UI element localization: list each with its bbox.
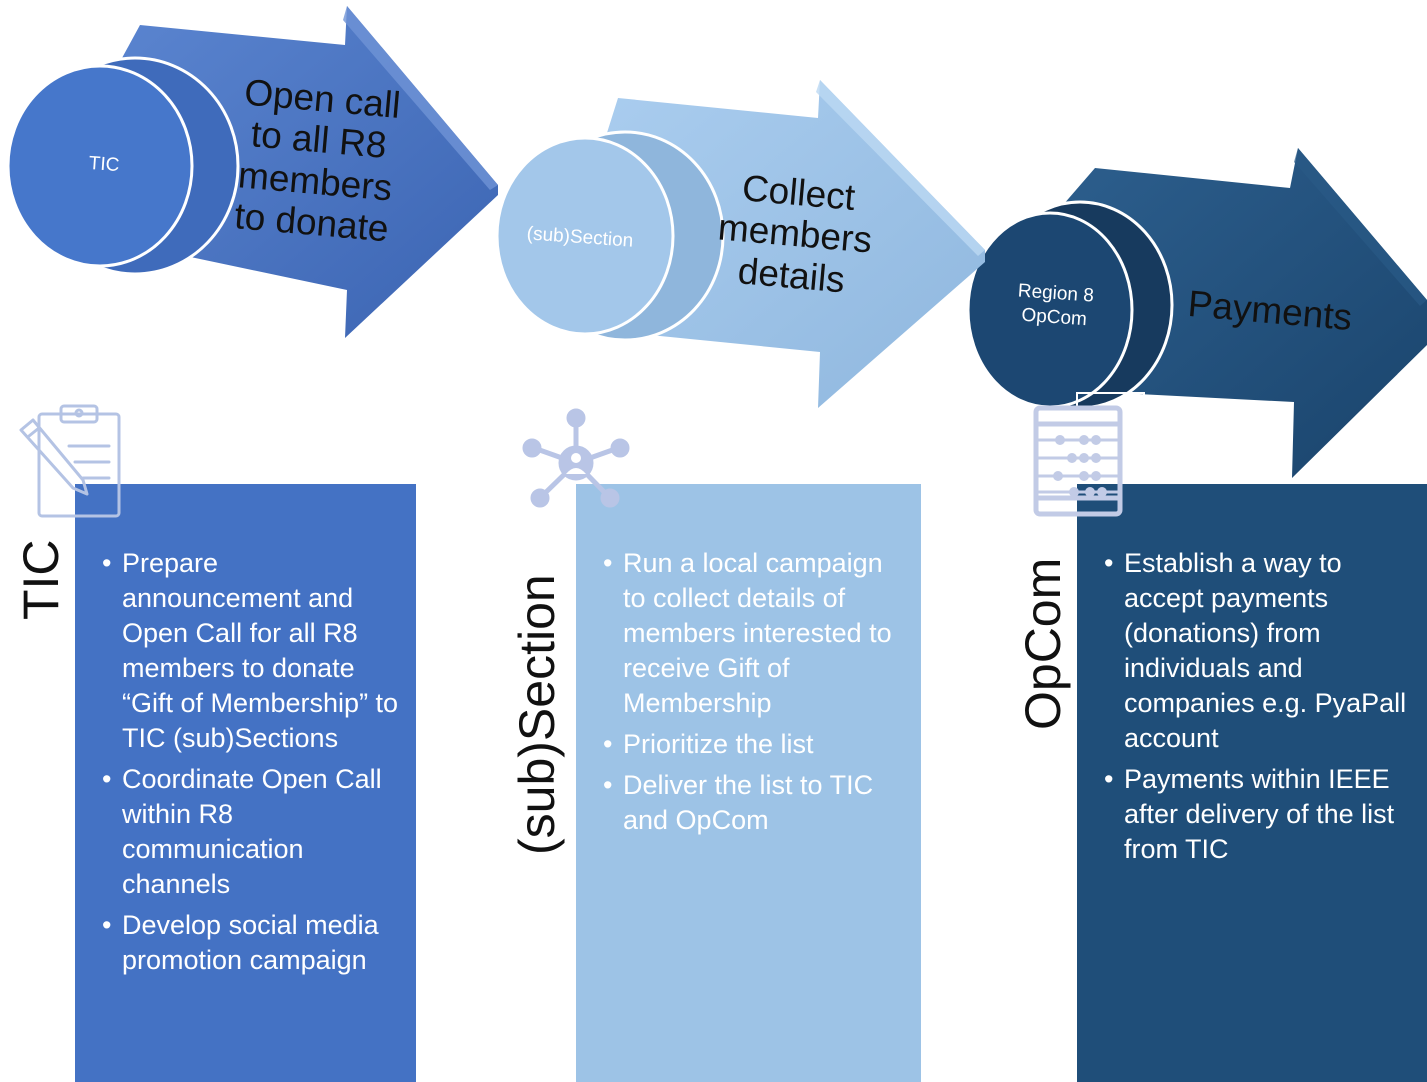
stage3-role-title: OpCom xyxy=(1015,557,1071,730)
list-item: Coordinate Open Call within R8 communica… xyxy=(75,762,416,902)
list-item: Prepare announcement and Open Call for a… xyxy=(75,546,416,756)
list-item: Develop social media promotion campaign xyxy=(75,908,416,978)
stage1-role-title: TIC xyxy=(13,539,69,620)
stage3-bullet-list: Establish a way to accept payments (dona… xyxy=(1077,546,1427,873)
stage3-panel: Establish a way to accept payments (dona… xyxy=(1077,484,1427,1082)
list-item: Establish a way to accept payments (dona… xyxy=(1077,546,1427,756)
stage2-bullet-list: Run a local campaign to collect details … xyxy=(576,546,921,844)
stage2-circle xyxy=(495,130,725,342)
stage1-panel: Prepare announcement and Open Call for a… xyxy=(75,484,416,1082)
list-item: Prioritize the list xyxy=(576,727,921,762)
stage1-bullet-list: Prepare announcement and Open Call for a… xyxy=(75,546,416,984)
list-item: Payments within IEEE after delivery of t… xyxy=(1077,762,1427,867)
network-user-icon xyxy=(522,408,630,508)
list-item: Run a local campaign to collect details … xyxy=(576,546,921,721)
stage2-role-title: (sub)Section xyxy=(509,574,565,855)
abacus-icon xyxy=(1033,405,1123,517)
stage2-panel: Run a local campaign to collect details … xyxy=(576,484,921,1082)
stage1-circle xyxy=(6,56,240,276)
stage2-arrow xyxy=(600,80,985,408)
clipboard-pencil-icon xyxy=(19,404,121,518)
list-item: Deliver the list to TIC and OpCom xyxy=(576,768,921,838)
